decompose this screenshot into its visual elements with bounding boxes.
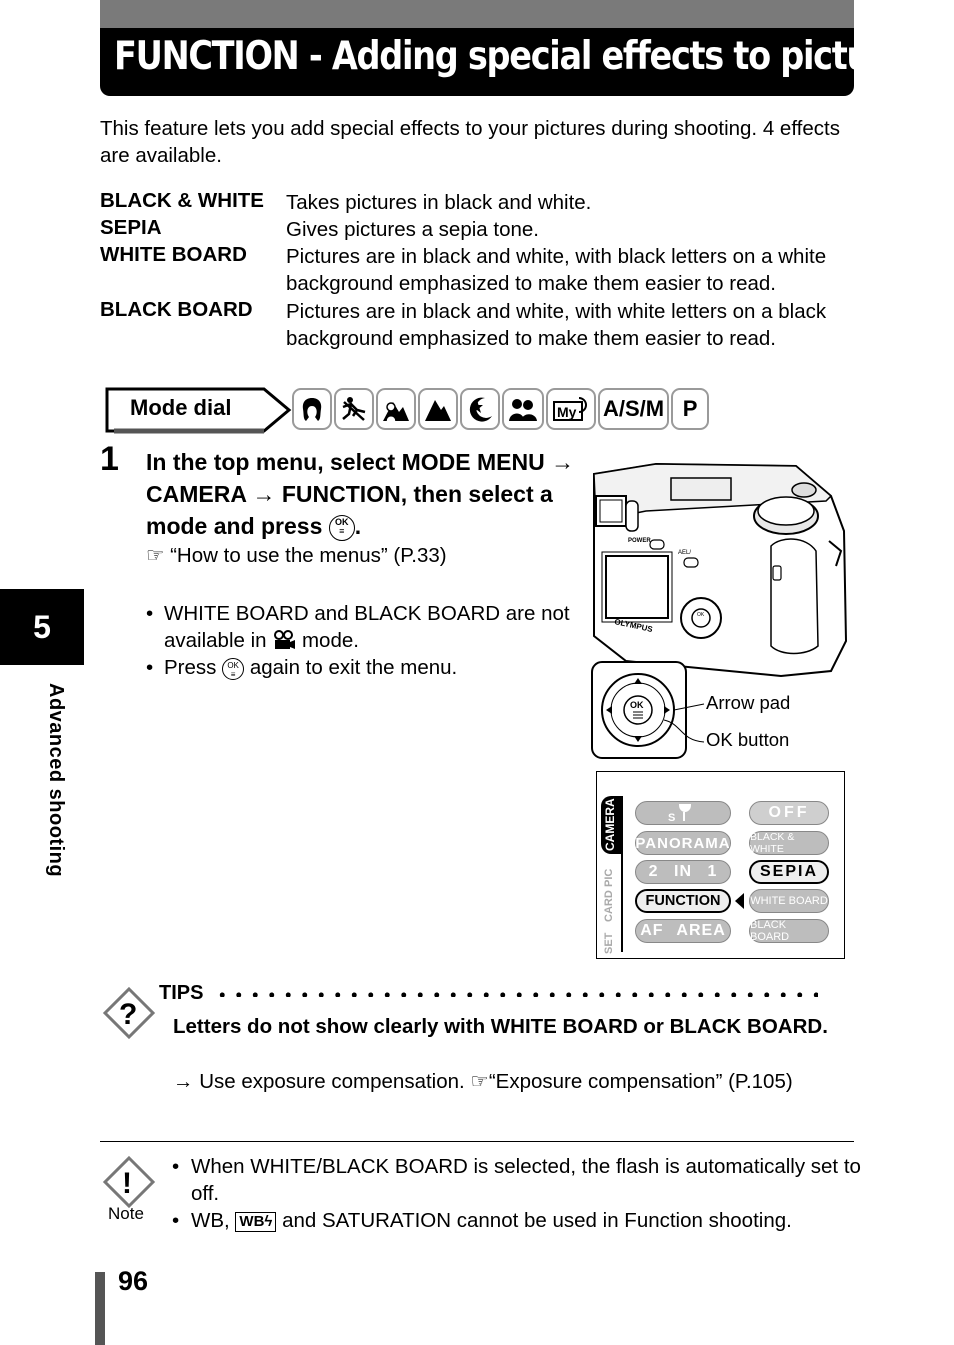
night-scene-icon xyxy=(460,388,500,430)
svg-text:S: S xyxy=(668,812,676,823)
lcd-item-af-area: AF AREA xyxy=(635,919,731,943)
header-banner: FUNCTION - Adding special effects to pic… xyxy=(100,28,926,96)
movie-icon xyxy=(272,629,302,652)
ok-button-icon: OK≡ xyxy=(328,514,355,541)
landscape-icon xyxy=(418,388,458,430)
wb-flash-badge: WBϟ xyxy=(235,1212,277,1232)
lcd-option-whiteboard: WHITE BOARD xyxy=(749,889,829,913)
lcd-menu-screen: CAMERA PIC CARD SET S PANORAMA 2 IN 1 FU… xyxy=(596,771,845,959)
lcd-item-2in1: 2 IN 1 xyxy=(635,860,731,884)
lcd-item-panorama: PANORAMA xyxy=(635,831,731,855)
lcd-option-sepia: SEPIA xyxy=(749,860,829,884)
effect-term-sepia: SEPIA xyxy=(100,216,162,239)
svg-text:?: ? xyxy=(119,998,137,1031)
svg-text:!: ! xyxy=(122,1167,132,1200)
self-portrait-icon xyxy=(502,388,544,430)
page-title: FUNCTION - Adding special effects to pic… xyxy=(114,34,926,79)
tips-heading: Letters do not show clearly with WHITE B… xyxy=(173,1015,828,1038)
menu-reference: ☞ “How to use the menus” (P.33) xyxy=(146,544,447,567)
super-macro-icon: S xyxy=(668,804,692,823)
sports-icon xyxy=(334,388,374,430)
lcd-side-tabs: CAMERA PIC CARD SET xyxy=(601,796,623,954)
effect-term-bw: BLACK & WHITE xyxy=(100,189,264,212)
list-item: When WHITE/BLACK BOARD is selected, the … xyxy=(172,1153,862,1207)
page-number: 96 xyxy=(118,1266,149,1296)
lcd-option-off: OFF xyxy=(749,801,829,825)
chapter-label: Advanced shooting xyxy=(45,683,67,878)
reference-hand-icon: ☞ xyxy=(146,544,165,567)
lcd-selector-arrow-icon xyxy=(735,893,744,909)
effect-term-whiteboard: WHITE BOARD xyxy=(100,243,247,266)
list-item: WB, WBϟ and SATURATION cannot be used in… xyxy=(172,1207,862,1234)
reference-hand-icon: ☞ xyxy=(470,1070,489,1093)
tips-question-icon: ? xyxy=(102,986,156,1040)
svg-text:My: My xyxy=(557,404,577,420)
tips-dotted-rule xyxy=(214,992,818,997)
camera-illustration: OK POWER AEL/ OLYMPUS xyxy=(593,462,848,678)
list-item: Press OK≡ again to exit the menu. xyxy=(146,654,576,681)
effect-desc-bw: Takes pictures in black and white. xyxy=(286,191,592,214)
header-top-bar xyxy=(100,0,854,28)
lcd-macro-item: S xyxy=(635,801,731,825)
note-list: When WHITE/BLACK BOARD is selected, the … xyxy=(172,1153,862,1234)
note-label: Note xyxy=(108,1204,144,1223)
step-number: 1 xyxy=(100,440,119,478)
effect-desc-blackboard: Pictures are in black and white, with wh… xyxy=(286,300,827,350)
effect-desc-whiteboard: Pictures are in black and white, with bl… xyxy=(286,245,827,295)
landscape-portrait-icon xyxy=(376,388,416,430)
mode-dial-label: Mode dial xyxy=(104,386,292,434)
step-notes: WHITE BOARD and BLACK BOARD are not avai… xyxy=(146,600,576,681)
callout-arrow-pad: Arrow pad xyxy=(706,692,791,713)
portrait-icon xyxy=(292,388,332,430)
step-instruction: In the top menu, select MODE MENU → CAME… xyxy=(146,449,575,541)
tips-title: TIPS xyxy=(159,982,204,1004)
ok-button-icon: OK≡ xyxy=(222,657,245,680)
note-exclamation-icon: ! xyxy=(102,1155,156,1209)
svg-text:AEL/: AEL/ xyxy=(678,550,691,556)
chapter-tab: 5 xyxy=(0,589,84,665)
svg-text:OK: OK xyxy=(697,612,705,618)
mode-dial-text: Mode dial xyxy=(130,395,232,420)
asm-mode-box: A/S/M xyxy=(598,388,670,430)
page-number-bar xyxy=(95,1272,105,1345)
lcd-option-bw: BLACK & WHITE xyxy=(749,831,829,855)
mode-icons: My A/S/M P xyxy=(292,388,710,430)
p-mode-box: P xyxy=(671,388,710,430)
section-divider xyxy=(100,1141,854,1142)
flash-icon: ϟ xyxy=(264,1213,273,1230)
my-mode-icon: My xyxy=(546,388,596,430)
arrow-pad-detail: OK xyxy=(591,661,687,759)
effect-term-blackboard: BLACK BOARD xyxy=(100,298,253,321)
svg-text:OK: OK xyxy=(630,700,644,710)
lcd-item-function: FUNCTION xyxy=(635,889,731,913)
tips-body: → Use exposure compensation. ☞“Exposure … xyxy=(173,1070,793,1093)
list-item: WHITE BOARD and BLACK BOARD are not avai… xyxy=(146,600,576,654)
lcd-option-blackboard: BLACK BOARD xyxy=(749,919,829,943)
callout-ok-button: OK button xyxy=(706,729,790,750)
effect-desc-sepia: Gives pictures a sepia tone. xyxy=(286,218,539,241)
intro-text: This feature lets you add special effect… xyxy=(100,117,840,167)
callout-lines xyxy=(663,703,705,743)
svg-text:POWER: POWER xyxy=(628,538,651,544)
